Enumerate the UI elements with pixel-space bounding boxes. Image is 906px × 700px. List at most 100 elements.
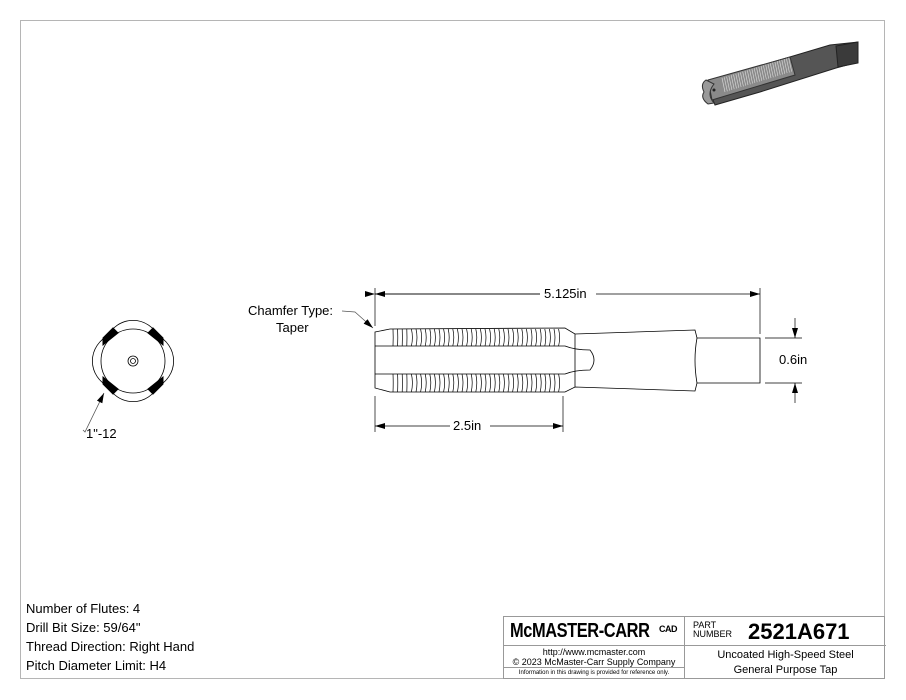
note-drill-size: Drill Bit Size: 59/64" xyxy=(26,620,141,635)
render-thread-line xyxy=(779,60,783,75)
render-thread-line xyxy=(763,65,767,80)
render-thread-line xyxy=(776,61,781,76)
thread-tooth xyxy=(452,328,455,347)
thread-size-callout: 1"-12 xyxy=(86,426,117,441)
mcmaster-logo: McMASTER-CARR CAD xyxy=(504,617,685,646)
render-thread-line xyxy=(740,72,744,87)
render-thread-line xyxy=(783,59,788,74)
dimension-lines xyxy=(341,288,802,432)
thread-tooth xyxy=(498,373,501,393)
render-thread-line xyxy=(735,73,740,88)
thread-tooth xyxy=(443,373,445,393)
part-number: 2521A671 xyxy=(748,619,850,644)
drawing-frame xyxy=(20,20,885,679)
tap-3d-render xyxy=(701,41,859,106)
thread-tooth xyxy=(447,328,450,347)
render-thread-line xyxy=(770,63,774,78)
part-number-label: PART NUMBER xyxy=(693,620,733,639)
part-description: Uncoated High-Speed Steel General Purpos… xyxy=(717,649,854,676)
thread-tooth xyxy=(521,328,524,347)
render-thread-line xyxy=(742,71,746,86)
render-thread-line xyxy=(756,67,760,82)
thread-tooth xyxy=(503,328,505,347)
title-block: McMASTER-CARR CAD http://www.mcmaster.co… xyxy=(503,616,886,679)
thread-tooth xyxy=(461,328,464,347)
render-thread-line xyxy=(744,70,749,86)
thread-tooth xyxy=(544,328,547,347)
chamfer-callout-value: Taper xyxy=(276,320,309,335)
thread-tooth xyxy=(526,373,528,393)
note-thread-direction: Thread Direction: Right Hand xyxy=(26,639,195,654)
part-number-cell: PART NUMBER 2521A671 xyxy=(685,617,886,646)
thread-tooth xyxy=(553,328,556,347)
render-thread-line xyxy=(724,77,728,92)
thread-tooth xyxy=(470,328,473,347)
render-thread-line xyxy=(751,68,756,83)
thread-tooth xyxy=(452,373,455,393)
thread-tooth xyxy=(457,373,459,393)
company-info: http://www.mcmaster.com © 2023 McMaster-… xyxy=(504,646,685,668)
render-thread-line xyxy=(730,75,735,90)
render-thread-line xyxy=(726,76,730,91)
thread-tooth xyxy=(549,373,551,393)
disclaimer: Information in this drawing is provided … xyxy=(504,668,685,679)
thread-tooth xyxy=(420,373,422,393)
render-thread-line xyxy=(728,75,733,90)
thread-tooth xyxy=(530,328,533,347)
render-thread-line xyxy=(772,62,776,77)
thread-length-dimension: 2.5in xyxy=(453,418,482,433)
thread-tooth xyxy=(539,328,542,347)
thread-tooth xyxy=(475,373,478,393)
thread-tooth xyxy=(480,373,482,393)
thread-tooth xyxy=(549,328,551,347)
thread-tooth xyxy=(558,373,560,393)
thread-tooth xyxy=(526,328,528,347)
render-thread-line xyxy=(788,57,792,72)
thread-tooth xyxy=(411,373,413,393)
cad-logo: CAD xyxy=(659,624,678,634)
thread-tooth xyxy=(434,328,436,347)
render-thread-line xyxy=(758,66,763,81)
spec-notes: Number of Flutes: 4 Drill Bit Size: 59/6… xyxy=(26,599,194,675)
thread-tooth xyxy=(507,373,510,393)
thread-tooth xyxy=(493,373,496,393)
render-thread-line xyxy=(747,70,751,85)
chamfer-callout: Chamfer Type: xyxy=(248,303,334,318)
render-thread-line xyxy=(786,58,790,73)
note-pitch-limit: Pitch Diameter Limit: H4 xyxy=(26,658,167,673)
thread-tooth xyxy=(470,373,473,393)
thread-tooth xyxy=(420,328,422,347)
render-thread-line xyxy=(760,66,765,81)
note-flutes: Number of Flutes: 4 xyxy=(26,601,141,616)
thread-tooth xyxy=(553,373,556,393)
thread-tooth xyxy=(434,373,436,393)
thread-tooth xyxy=(429,373,432,393)
thread-tooth xyxy=(489,328,491,347)
thread-tooth xyxy=(484,373,487,393)
thread-tooth xyxy=(480,328,482,347)
render-thread-line xyxy=(753,68,758,83)
thread-tooth xyxy=(535,373,537,393)
thread-tooth xyxy=(415,328,418,347)
thread-tooth xyxy=(466,328,468,347)
thread-tooth xyxy=(415,373,418,393)
thread-tooth xyxy=(457,328,459,347)
render-thread-line xyxy=(765,64,769,79)
thread-tooth xyxy=(530,373,533,393)
render-thread-line xyxy=(749,69,753,84)
thread-tooth xyxy=(544,373,547,393)
thread-tooth xyxy=(535,328,537,347)
thread-tooth xyxy=(461,373,464,393)
thread-tooth xyxy=(424,373,427,393)
overall-length-dimension: 5.125in xyxy=(544,286,587,301)
thread-tooth xyxy=(438,328,441,347)
thread-tooth xyxy=(484,328,487,347)
render-thread-line xyxy=(767,63,772,79)
render-thread-line xyxy=(733,74,737,89)
copyright: © 2023 McMaster-Carr Supply Company xyxy=(512,657,676,667)
thread-tooth xyxy=(424,328,427,347)
thread-tooth xyxy=(521,373,524,393)
thread-tooth xyxy=(558,328,560,347)
thread-tooth xyxy=(443,328,445,347)
